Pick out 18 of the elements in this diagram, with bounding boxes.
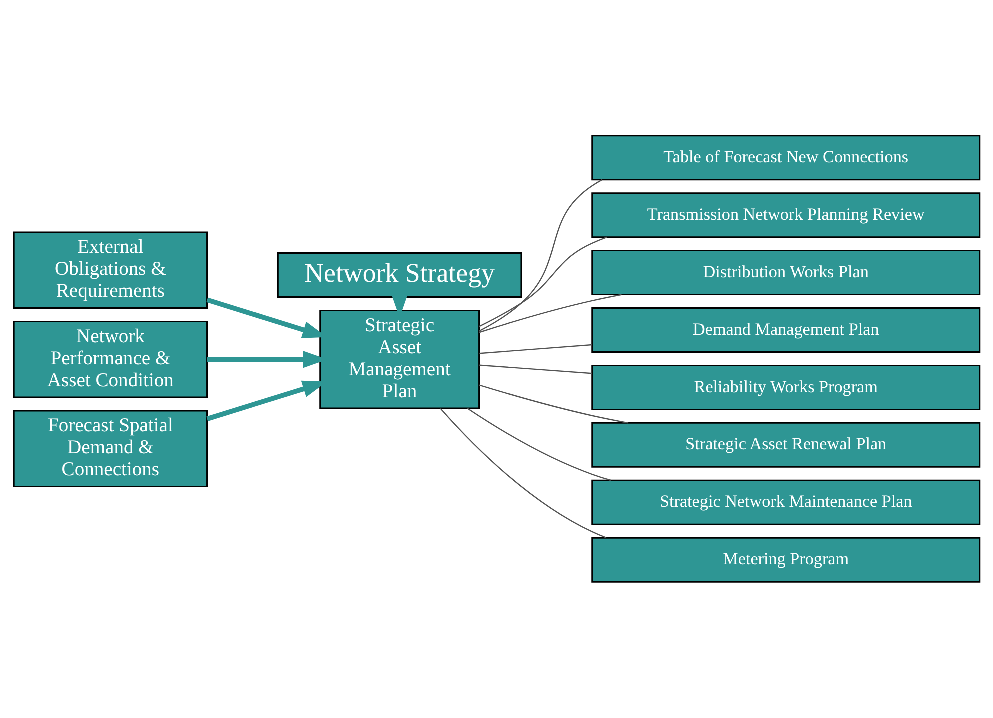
node-box: Network Performance & Asset Condition — [12, 320, 208, 398]
connector — [478, 179, 602, 332]
node-box: Demand Management Plan — [591, 308, 980, 353]
connector — [478, 236, 607, 328]
node-box: Strategic Asset Renewal Plan — [591, 422, 980, 468]
node-box: Forecast Spatial Demand & Connections — [12, 410, 208, 488]
node-box: Table of Forecast New Connections — [591, 135, 980, 181]
node-box: Strategic Network Maintenance Plan — [591, 480, 980, 526]
node-box: Metering Program — [591, 537, 980, 583]
node-box: Strategic Asset Management Plan — [319, 310, 480, 410]
connector — [440, 408, 606, 539]
node-box: Distribution Works Plan — [591, 250, 980, 296]
node-box: Transmission Network Planning Review — [591, 192, 980, 238]
node-box: External Obligations & Requirements — [12, 232, 208, 309]
connector — [466, 408, 611, 482]
connector — [479, 344, 592, 354]
connector — [479, 364, 592, 374]
node-box: Reliability Works Program — [591, 365, 980, 410]
